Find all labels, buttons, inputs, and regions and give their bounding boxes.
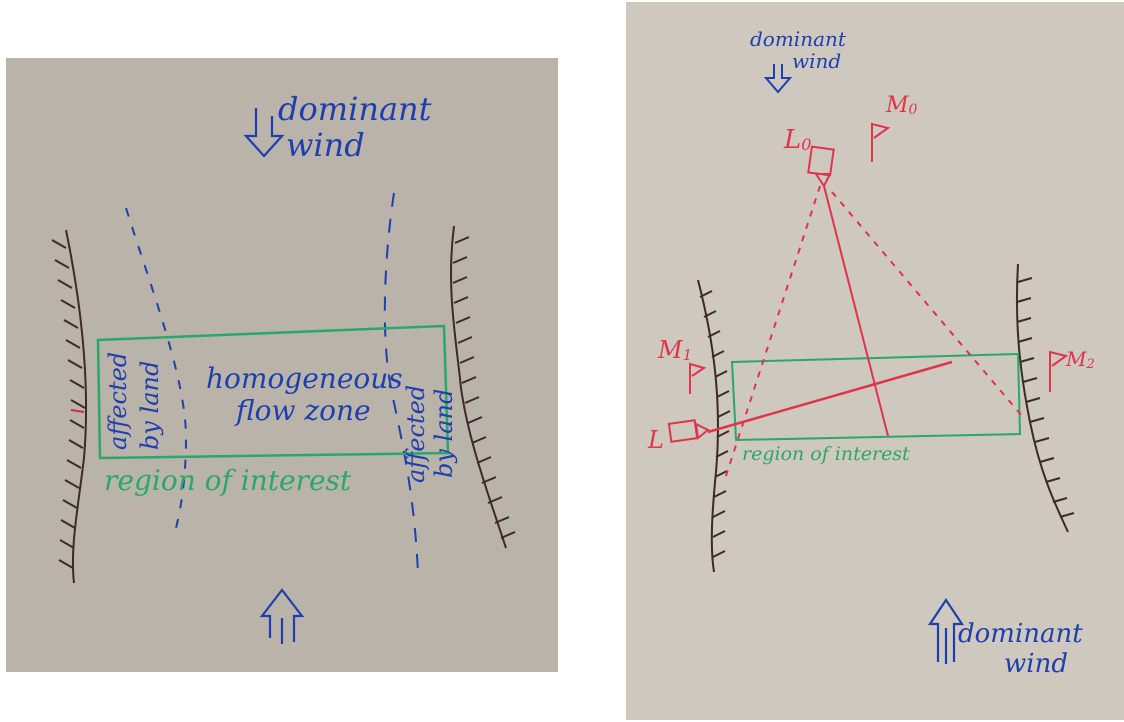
homogeneous-label-1: homogeneous bbox=[206, 362, 403, 395]
right-sketch-drawing: dominant wind region of interest L0 bbox=[626, 2, 1124, 720]
wind-bottom-right-label-1: dominant bbox=[958, 619, 1083, 649]
left-sketch-drawing: dominant wind affected by land homogeneo… bbox=[6, 58, 558, 672]
m2-label: M2 bbox=[1065, 347, 1095, 372]
region-of-interest-label: region of interest bbox=[104, 464, 352, 497]
region-of-interest-box-right bbox=[732, 354, 1020, 440]
lidar-l-icon bbox=[669, 420, 708, 441]
mast-m1-icon bbox=[690, 364, 704, 394]
m0-label: M0 bbox=[885, 93, 918, 118]
left-shore-marker bbox=[71, 410, 84, 412]
wind-bottom-right-label-2: wind bbox=[1004, 649, 1068, 679]
wind-top-right-label-2: wind bbox=[792, 49, 841, 73]
mast-m2-icon bbox=[1050, 352, 1066, 392]
affected-right-label-2: by land bbox=[430, 389, 458, 478]
affected-left-label-2: by land bbox=[136, 361, 164, 450]
homogeneous-label-2: flow zone bbox=[234, 394, 371, 427]
right-shoreline-right-panel bbox=[1017, 264, 1074, 532]
m1-label: M1 bbox=[657, 336, 692, 364]
l-label: L bbox=[647, 426, 664, 454]
wind-top-label-1: dominant bbox=[278, 90, 432, 128]
right-shoreline bbox=[451, 226, 515, 548]
wind-top-right-label-1: dominant bbox=[750, 27, 847, 51]
wind-arrow-bottom-icon bbox=[262, 590, 302, 644]
l0-label: L0 bbox=[783, 125, 811, 155]
mast-m0-icon bbox=[872, 124, 888, 162]
left-sketch-panel: dominant wind affected by land homogeneo… bbox=[6, 58, 558, 672]
wind-arrow-top-icon bbox=[246, 108, 282, 156]
wind-arrow-top-right-icon bbox=[766, 64, 790, 92]
lidar-l0-icon bbox=[808, 147, 833, 186]
affected-right-label-1: affected bbox=[402, 385, 430, 483]
region-of-interest-label-right: region of interest bbox=[742, 443, 910, 465]
sightline-l-solid bbox=[708, 362, 952, 432]
right-sketch-panel: dominant wind region of interest L0 bbox=[626, 2, 1124, 720]
left-shoreline bbox=[52, 230, 86, 583]
wind-top-label-2: wind bbox=[286, 126, 365, 164]
sightline-l0-solid bbox=[824, 186, 888, 436]
affected-left-label-1: affected bbox=[104, 352, 132, 450]
sightline-l0-right-dashed bbox=[832, 192, 1022, 416]
